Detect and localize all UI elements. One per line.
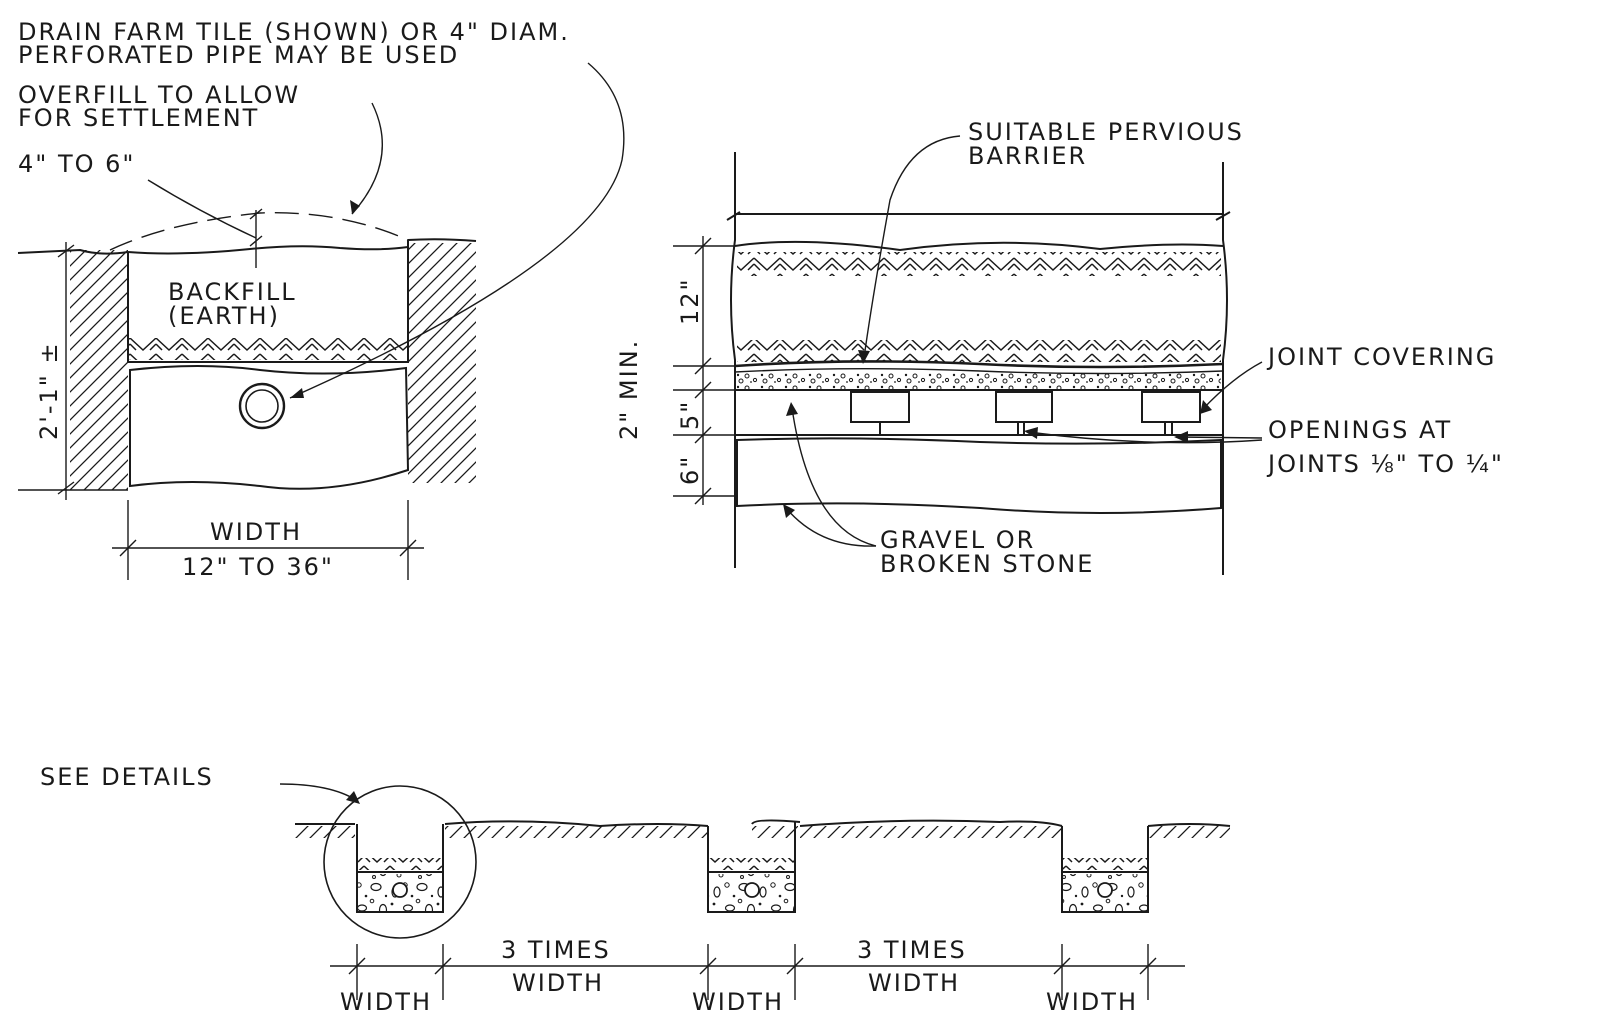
top-break-line: [726, 211, 1231, 221]
openings-label-line2: JOINTS ⅛" TO ¼": [1266, 450, 1504, 478]
earth-hatch-right: [408, 243, 476, 483]
width-label: WIDTH: [210, 518, 302, 546]
gravel-bed-joint-section: [736, 437, 1222, 514]
left-trench-section: DRAIN FARM TILE (SHOWN) OR 4" DIAM. PERF…: [17, 18, 625, 581]
trench-width-label-3: WIDTH: [1046, 988, 1138, 1016]
trench-2: [707, 822, 796, 913]
overfill-mound-line: [109, 212, 409, 251]
section-break-right: [1222, 162, 1228, 575]
drain-pipe-1: [392, 882, 408, 898]
drain-tile-pipe-inner: [245, 389, 279, 423]
overfill-arrowhead: [350, 200, 360, 214]
dimension-5in: 5": [676, 400, 704, 430]
pervious-barrier-leader: [863, 135, 961, 359]
ground-profile-line: [295, 819, 1231, 828]
trench-width-label-2: WIDTH: [692, 988, 784, 1016]
backfill-label-line2: (EARTH): [168, 302, 280, 330]
pervious-barrier-label-line2: BARRIER: [968, 142, 1087, 170]
openings-leader-2: [1027, 431, 1263, 444]
earth-hatch-left: [70, 250, 128, 490]
depth-dimension-label: 2'-1" ±: [35, 341, 63, 440]
trench-1: [356, 824, 444, 913]
overfill-dimension-leader: [147, 179, 257, 239]
trench-spacing-profile: SEE DETAILS: [40, 763, 1231, 1016]
spacing-label-1-bottom: WIDTH: [512, 969, 604, 997]
dimension-2in-min: 2" MIN.: [615, 339, 643, 440]
pervious-barrier-line: [734, 360, 1224, 369]
see-details-leader: [279, 783, 357, 801]
trench-width-label-1: WIDTH: [340, 988, 432, 1016]
ground-line-left: [17, 248, 129, 255]
openings-label-line1: OPENINGS AT: [1268, 416, 1452, 444]
detail-callout-circle: [323, 785, 477, 939]
gravel-leader-upper: [791, 407, 877, 547]
drain-tile-note-line1: DRAIN FARM TILE (SHOWN) OR 4" DIAM.: [18, 18, 570, 46]
earth-top-line: [734, 240, 1224, 252]
overfill-note-line2: FOR SETTLEMENT: [18, 104, 259, 132]
backfill-outline: [127, 240, 409, 363]
joint-covering-2: [995, 391, 1053, 435]
overfill-dimension: 4" TO 6": [18, 150, 135, 178]
spacing-label-2-bottom: WIDTH: [868, 969, 960, 997]
pervious-gravel-layer: [737, 373, 1221, 390]
joint-covering-1: [850, 391, 910, 435]
spacing-label-1-top: 3 TIMES: [501, 936, 611, 964]
backfill-top-line: [127, 245, 409, 255]
right-joint-section: SUITABLE PERVIOUS BARRIER: [615, 118, 1504, 578]
dimension-6in: 6": [676, 455, 704, 485]
trench-3: [1061, 826, 1149, 913]
topsoil-chevron-band: [129, 338, 407, 360]
earth-top-chevrons: [737, 252, 1221, 276]
earth-bottom-chevrons: [737, 340, 1221, 362]
backfill-label-line1: BACKFILL: [168, 278, 297, 306]
gravel-label-line2: BROKEN STONE: [880, 550, 1094, 578]
gravel-bed: [129, 365, 410, 490]
overfill-leader: [351, 102, 383, 215]
dimension-12in: 12": [676, 277, 704, 325]
joint-covering-label: JOINT COVERING: [1266, 343, 1496, 371]
drain-pipe-3: [1097, 882, 1113, 898]
joint-covering-3: [1141, 391, 1201, 435]
drain-tile-leader: [289, 62, 625, 399]
width-range-label: 12" TO 36": [182, 553, 334, 581]
spacing-label-2-top: 3 TIMES: [857, 936, 967, 964]
see-details-label: SEE DETAILS: [40, 763, 214, 791]
drain-pipe-2: [744, 882, 760, 898]
pervious-barrier-label-line1: SUITABLE PERVIOUS: [968, 118, 1244, 146]
gravel-label-line1: GRAVEL OR: [880, 526, 1035, 554]
openings-leader-1: [1177, 436, 1263, 439]
ground-line-right: [407, 238, 477, 242]
pipe-arrowhead: [290, 388, 304, 398]
overfill-note-line1: OVERFILL TO ALLOW: [18, 81, 300, 109]
joint-covering-leader: [1201, 361, 1263, 411]
gravel-leader-lower: [785, 507, 877, 547]
drain-tile-note-line2: PERFORATED PIPE MAY BE USED: [18, 41, 459, 69]
